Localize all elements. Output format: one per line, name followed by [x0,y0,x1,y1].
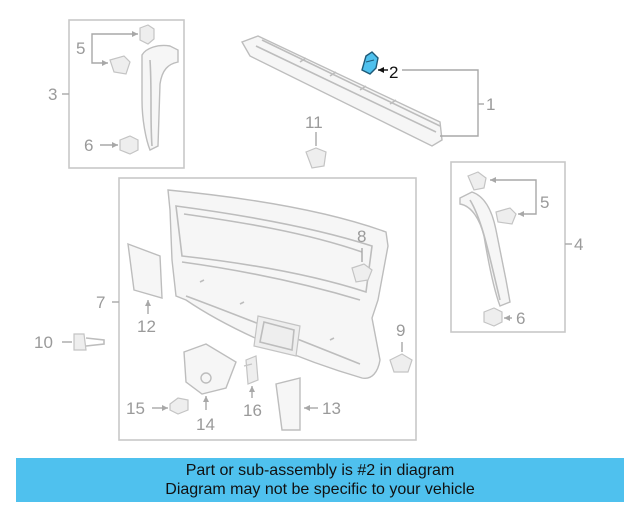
callout-1: 1 [486,95,495,114]
part-11-clip [305,132,327,169]
banner-line-part: Part or sub-assembly is #2 in diagram [185,462,455,479]
group-4-pillar-trim-right [450,161,572,333]
callout-labels: 1 2 3 4 5 5 6 6 7 8 9 10 11 12 13 14 15 … [34,39,583,434]
callout-11: 11 [305,113,323,132]
callout-5-left: 5 [76,39,85,58]
callout-14: 14 [196,415,215,434]
group-7-tailgate-trim [112,177,417,441]
part-10-screw [62,333,105,351]
callout-8: 8 [357,227,366,246]
callout-13: 13 [322,399,341,418]
banner-line-disclaimer: Diagram may not be specific to your vehi… [165,481,475,498]
callout-9: 9 [396,321,405,340]
group-3-pillar-trim-left [62,19,185,169]
callout-10: 10 [34,333,53,352]
callout-15: 15 [126,399,145,418]
callout-16: 16 [243,401,262,420]
part-1-garnish [240,35,484,147]
info-banner: Part or sub-assembly is #2 in diagram Di… [16,458,624,502]
parts-diagram: 1 2 3 4 5 5 6 6 7 8 9 10 11 12 13 14 15 … [34,19,583,441]
callout-2: 2 [389,63,398,82]
callout-7: 7 [96,293,105,312]
callout-3: 3 [48,85,57,104]
callout-6-left: 6 [84,136,93,155]
callout-4: 4 [574,235,583,254]
callout-12: 12 [137,317,156,336]
part-2-clip-highlighted [361,51,388,75]
callout-5-right: 5 [540,193,549,212]
callout-6-right: 6 [516,309,525,328]
